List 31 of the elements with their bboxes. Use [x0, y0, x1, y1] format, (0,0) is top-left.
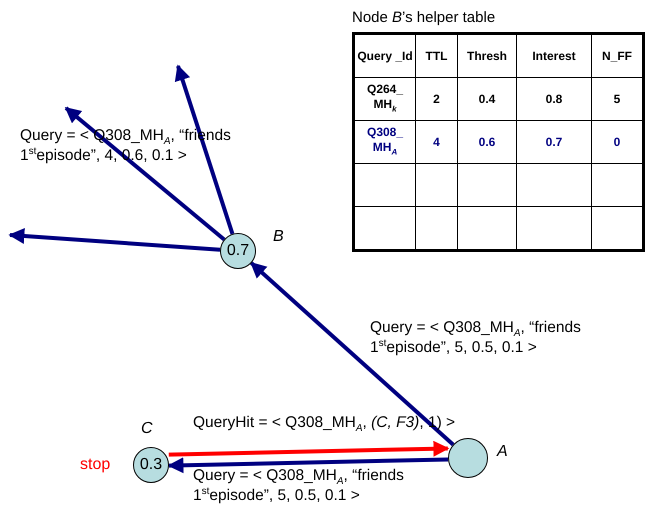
table-cell-text: 0 — [614, 134, 620, 148]
node-name: C — [141, 420, 153, 438]
arrow — [168, 440, 450, 457]
table-cell-text: 5 — [614, 92, 620, 106]
empty-node-circle — [448, 438, 488, 478]
arrow — [250, 262, 454, 446]
table-cell-text: 0.8 — [546, 92, 562, 106]
edge-label: Query = < Q308_MH$_{A}$, “friends 1$^{st}$episode”, 5, 0.5, 0.1 > — [193, 466, 405, 506]
column-header: Interest — [532, 48, 576, 62]
table-cell-text: 0.7 — [546, 134, 562, 148]
arrow — [167, 457, 448, 474]
node-circle: 0.3 — [133, 447, 169, 483]
column-header: Query _Id — [357, 48, 413, 62]
table-cell-text: 4 — [433, 134, 440, 148]
table-title: Node B’s helper table — [352, 9, 496, 26]
table-cell-text: 0.6 — [478, 134, 496, 148]
node-name: A — [497, 443, 508, 461]
column-header: TTL — [426, 48, 448, 62]
table-cell-text: 2 — [433, 92, 440, 106]
column-header: Thresh — [466, 48, 507, 62]
status-label: stop — [80, 456, 110, 474]
arrow — [8, 228, 220, 252]
arrow — [174, 64, 234, 234]
node-name: B — [273, 228, 284, 246]
table-cell-text: Q264_ MH$_{k}$ — [366, 82, 404, 111]
arrow — [64, 106, 226, 242]
column-header: N_FF — [602, 48, 632, 62]
table-cell-text: Q308_ MH$_{A}$ — [366, 124, 404, 154]
table-cell-text: 0.4 — [478, 92, 496, 106]
edge-label: Query = < Q308_MH$_{A}$, “friends 1$^{st}$episode”, 5, 0.5, 0.1 > — [370, 318, 582, 358]
node-circle: 0.7 — [220, 233, 256, 269]
